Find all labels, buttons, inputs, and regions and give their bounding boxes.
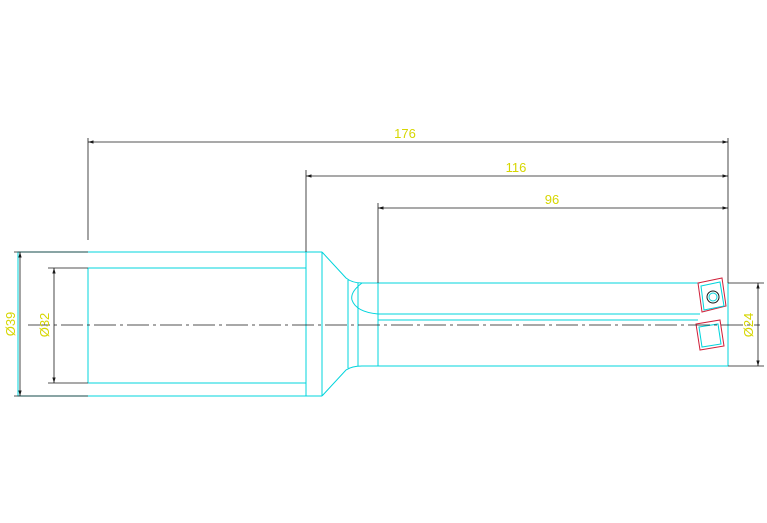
insert-top-inner [700, 281, 725, 311]
dim-text-cutting-diameter: Ø24 [741, 313, 756, 338]
dim-text-flute: 96 [545, 192, 559, 207]
taper-top-curve [321, 251, 363, 284]
insert-bottom [695, 319, 725, 351]
dimension-texts: 176 116 96 Ø39 Ø32 Ø24 [3, 126, 756, 337]
dim-text-inner-diameter: Ø32 [37, 313, 52, 338]
taper-bottom-curve [321, 365, 363, 397]
shank-body [17, 251, 307, 397]
part-outline [17, 251, 729, 397]
insert-top [697, 277, 727, 313]
flute-top-curve [351, 282, 700, 315]
dim-text-shank-diameter: Ø39 [3, 312, 18, 337]
cutting-insert [695, 277, 727, 351]
insert-screw-icon [706, 290, 720, 304]
dim-text-overall: 176 [394, 126, 416, 141]
insert-screw-inner [708, 292, 718, 302]
dimension-lines [14, 138, 764, 397]
insert-bottom-inner [698, 323, 722, 348]
dim-text-body: 116 [506, 160, 527, 175]
